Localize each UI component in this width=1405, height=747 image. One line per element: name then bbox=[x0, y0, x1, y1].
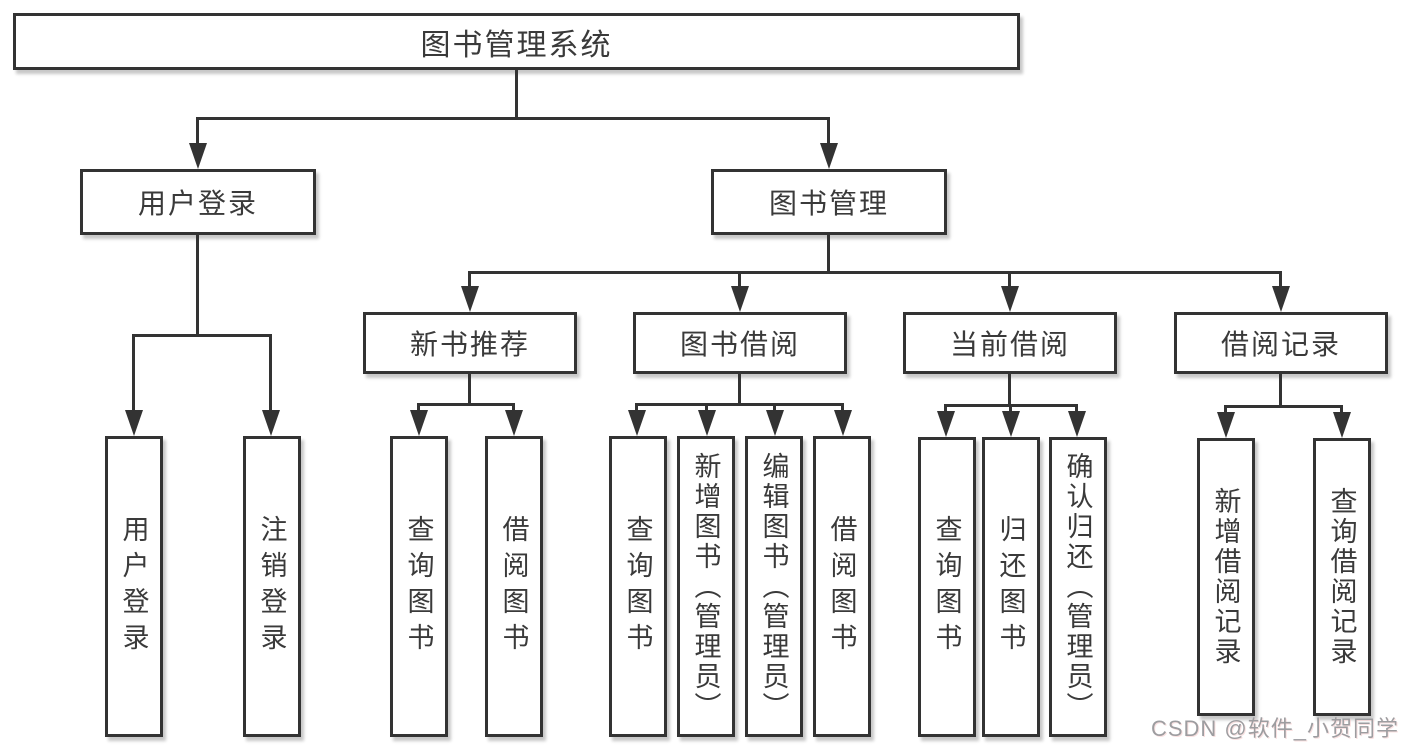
connector-line bbox=[196, 235, 199, 335]
arrow-down-icon bbox=[189, 143, 207, 169]
arrow-down-icon bbox=[1002, 411, 1020, 437]
leaf-borrow-edit-books-admin: 编辑图书（管理员） bbox=[745, 436, 803, 737]
leaf-logout: 注销登录 bbox=[243, 436, 301, 737]
node-borrow-records: 借阅记录 bbox=[1174, 312, 1388, 374]
connector-line bbox=[738, 374, 741, 404]
leaf-borrow-borrow-books: 借阅图书 bbox=[813, 436, 871, 737]
leaf-rec-borrow-books: 借阅图书 bbox=[485, 436, 543, 737]
arrow-down-icon bbox=[698, 410, 716, 436]
node-book-management: 图书管理 bbox=[711, 169, 947, 235]
leaf-current-confirm-return-admin: 确认归还（管理员） bbox=[1049, 437, 1107, 737]
connector-line bbox=[1008, 374, 1011, 405]
connector-line bbox=[635, 404, 638, 414]
connector-line bbox=[773, 404, 776, 414]
leaf-current-query-books: 查询图书 bbox=[918, 437, 976, 737]
connector-line bbox=[1075, 405, 1078, 415]
connector-line bbox=[132, 334, 272, 337]
connector-line bbox=[515, 70, 518, 118]
leaf-borrow-query-books: 查询图书 bbox=[609, 436, 667, 737]
connector-line bbox=[1279, 374, 1282, 406]
arrow-down-icon bbox=[1272, 286, 1290, 312]
connector-line bbox=[196, 118, 199, 146]
connector-line bbox=[132, 335, 135, 414]
connector-line bbox=[1008, 272, 1011, 290]
node-book-borrow: 图书借阅 bbox=[633, 312, 847, 374]
leaf-records-add-record: 新增借阅记录 bbox=[1197, 438, 1255, 716]
arrow-down-icon bbox=[766, 410, 784, 436]
arrow-down-icon bbox=[731, 286, 749, 312]
connector-line bbox=[827, 235, 830, 272]
arrow-down-icon bbox=[628, 410, 646, 436]
connector-line bbox=[417, 403, 515, 406]
connector-line bbox=[635, 403, 844, 406]
connector-line bbox=[944, 404, 1078, 407]
connector-line bbox=[468, 374, 471, 404]
leaf-current-return-books: 归还图书 bbox=[982, 437, 1040, 737]
connector-line bbox=[417, 404, 420, 414]
arrow-down-icon bbox=[1001, 286, 1019, 312]
arrow-down-icon bbox=[410, 410, 428, 436]
arrow-down-icon bbox=[1217, 412, 1235, 438]
arrow-down-icon bbox=[505, 410, 523, 436]
connector-line bbox=[468, 272, 471, 290]
arrow-down-icon bbox=[125, 410, 143, 436]
node-current-borrow: 当前借阅 bbox=[903, 312, 1117, 374]
leaf-borrow-add-books-admin: 新增图书（管理员） bbox=[677, 436, 735, 737]
leaf-rec-query-books: 查询图书 bbox=[390, 436, 448, 737]
connector-line bbox=[827, 118, 830, 146]
arrow-down-icon bbox=[834, 410, 852, 436]
arrow-down-icon bbox=[937, 411, 955, 437]
csdn-watermark: CSDN @软件_小贺同学 bbox=[1150, 716, 1399, 741]
node-library-system: 图书管理系统 bbox=[13, 13, 1020, 70]
connector-line bbox=[1009, 405, 1012, 415]
arrow-down-icon bbox=[262, 410, 280, 436]
connector-line bbox=[1340, 406, 1343, 416]
arrow-down-icon bbox=[1333, 412, 1351, 438]
connector-line bbox=[1224, 405, 1343, 408]
node-new-book-recommend: 新书推荐 bbox=[363, 312, 577, 374]
connector-line bbox=[738, 272, 741, 290]
arrow-down-icon bbox=[461, 286, 479, 312]
connector-line bbox=[468, 271, 1282, 274]
connector-line bbox=[269, 335, 272, 414]
arrow-down-icon bbox=[820, 143, 838, 169]
connector-line bbox=[705, 404, 708, 414]
leaf-records-query-record: 查询借阅记录 bbox=[1313, 438, 1371, 716]
connector-line bbox=[512, 404, 515, 414]
connector-line bbox=[1279, 272, 1282, 290]
connector-line bbox=[1224, 406, 1227, 416]
node-user-login: 用户登录 bbox=[80, 169, 316, 235]
connector-line bbox=[196, 117, 830, 120]
arrow-down-icon bbox=[1068, 411, 1086, 437]
connector-line bbox=[841, 404, 844, 414]
connector-line bbox=[944, 405, 947, 415]
leaf-user-login: 用户登录 bbox=[105, 436, 163, 737]
